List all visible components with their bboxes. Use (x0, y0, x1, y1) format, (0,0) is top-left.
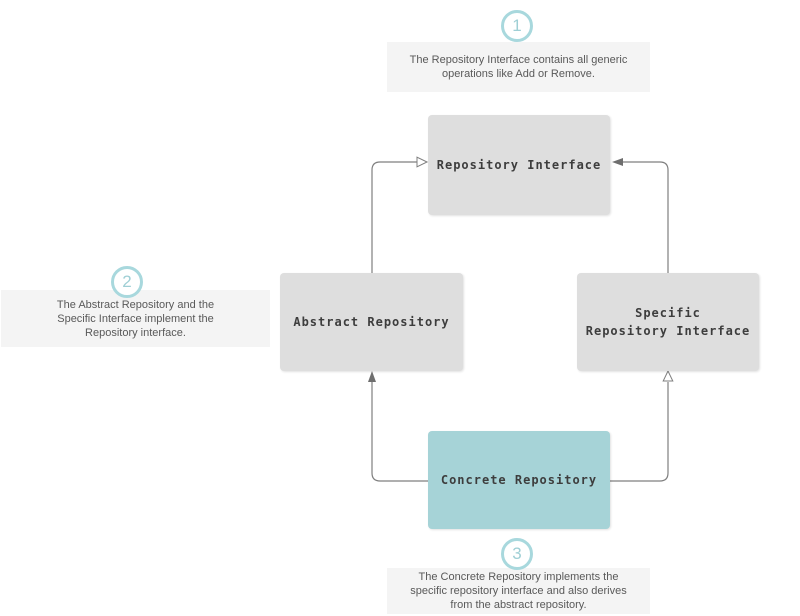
step-badge-1: 1 (501, 10, 533, 42)
node-label: Repository Interface (436, 158, 602, 172)
badge-number: 2 (122, 272, 132, 291)
step-badge-3: 3 (501, 538, 533, 570)
annotation-text: The Concrete Repository implements the s… (410, 571, 627, 611)
badge-number: 1 (512, 16, 522, 35)
node-concrete-repository[interactable]: Concrete Repository (428, 431, 610, 529)
annotation-note-2: The Abstract Repository and the Specific… (1, 290, 270, 347)
node-label: Concrete Repository (440, 473, 598, 487)
open-arrowhead-icon (662, 369, 674, 382)
node-abstract-repository[interactable]: Abstract Repository (280, 273, 463, 371)
node-label: Abstract Repository (293, 315, 450, 329)
connector-concrete-to-abstract (371, 382, 428, 482)
annotation-note-1: The Repository Interface contains all ge… (387, 42, 650, 92)
open-arrowhead-icon (416, 156, 429, 168)
node-specific-repository-interface[interactable]: Specific Repository Interface (577, 273, 759, 371)
connector-concrete-to-specific (610, 382, 669, 482)
node-label: Specific Repository Interface (585, 306, 751, 338)
annotation-text: The Abstract Repository and the Specific… (56, 298, 215, 339)
badge-number: 3 (512, 544, 522, 563)
connector-specific-to-interface (623, 161, 669, 273)
solid-arrowhead-icon (368, 371, 376, 382)
step-badge-2: 2 (111, 266, 143, 298)
annotation-text: The Repository Interface contains all ge… (409, 54, 628, 80)
node-repository-interface[interactable]: Repository Interface (428, 115, 610, 215)
connector-abstract-to-interface (371, 161, 417, 273)
solid-arrowhead-icon (612, 158, 623, 166)
annotation-note-3: The Concrete Repository implements the s… (387, 568, 650, 614)
